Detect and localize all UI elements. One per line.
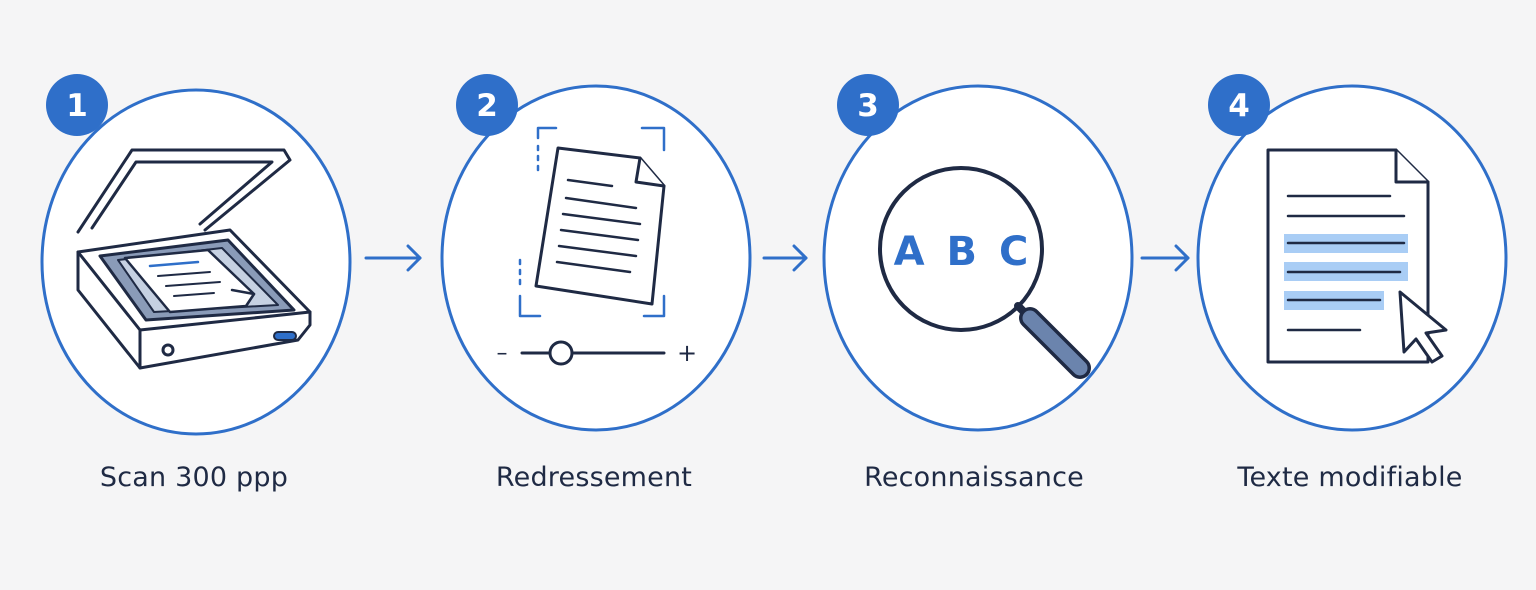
step-1-badge: [46, 74, 108, 136]
step-4-label: Texte modifiable: [1237, 462, 1463, 493]
deskew-document-icon: – +: [497, 126, 698, 367]
ocr-letters: A B C: [894, 229, 1033, 275]
step-2-number: 2: [476, 88, 498, 124]
step-4-badge: [1208, 74, 1270, 136]
step-1-number: 1: [66, 88, 88, 124]
step-3-number: 3: [857, 88, 879, 124]
step-4: 4: [1196, 74, 1508, 432]
mouse-cursor-icon: [1398, 290, 1448, 364]
step-2-label: Redressement: [495, 462, 693, 493]
editable-document-cursor-icon: [1266, 148, 1448, 364]
step-1: 1: [40, 74, 352, 436]
slider-plus: +: [677, 339, 697, 367]
step-2-badge: [456, 74, 518, 136]
step-4-number: 4: [1228, 88, 1250, 124]
rotation-slider: – +: [497, 339, 698, 367]
slider-handle: [548, 340, 574, 366]
step-2: – + 2: [440, 74, 752, 432]
arrow-right-icon: [364, 244, 422, 272]
step-3: A B C 3: [822, 74, 1134, 432]
step-3-badge: [837, 74, 899, 136]
flatbed-scanner-icon: [76, 148, 312, 370]
step-3-label: Reconnaissance: [864, 462, 1084, 493]
magnifier-abc-icon: A B C: [878, 166, 1091, 379]
arrow-right-icon: [1140, 244, 1190, 272]
slider-minus: –: [497, 341, 508, 366]
step-1-label: Scan 300 ppp: [99, 462, 289, 493]
arrow-right-icon: [762, 244, 808, 272]
